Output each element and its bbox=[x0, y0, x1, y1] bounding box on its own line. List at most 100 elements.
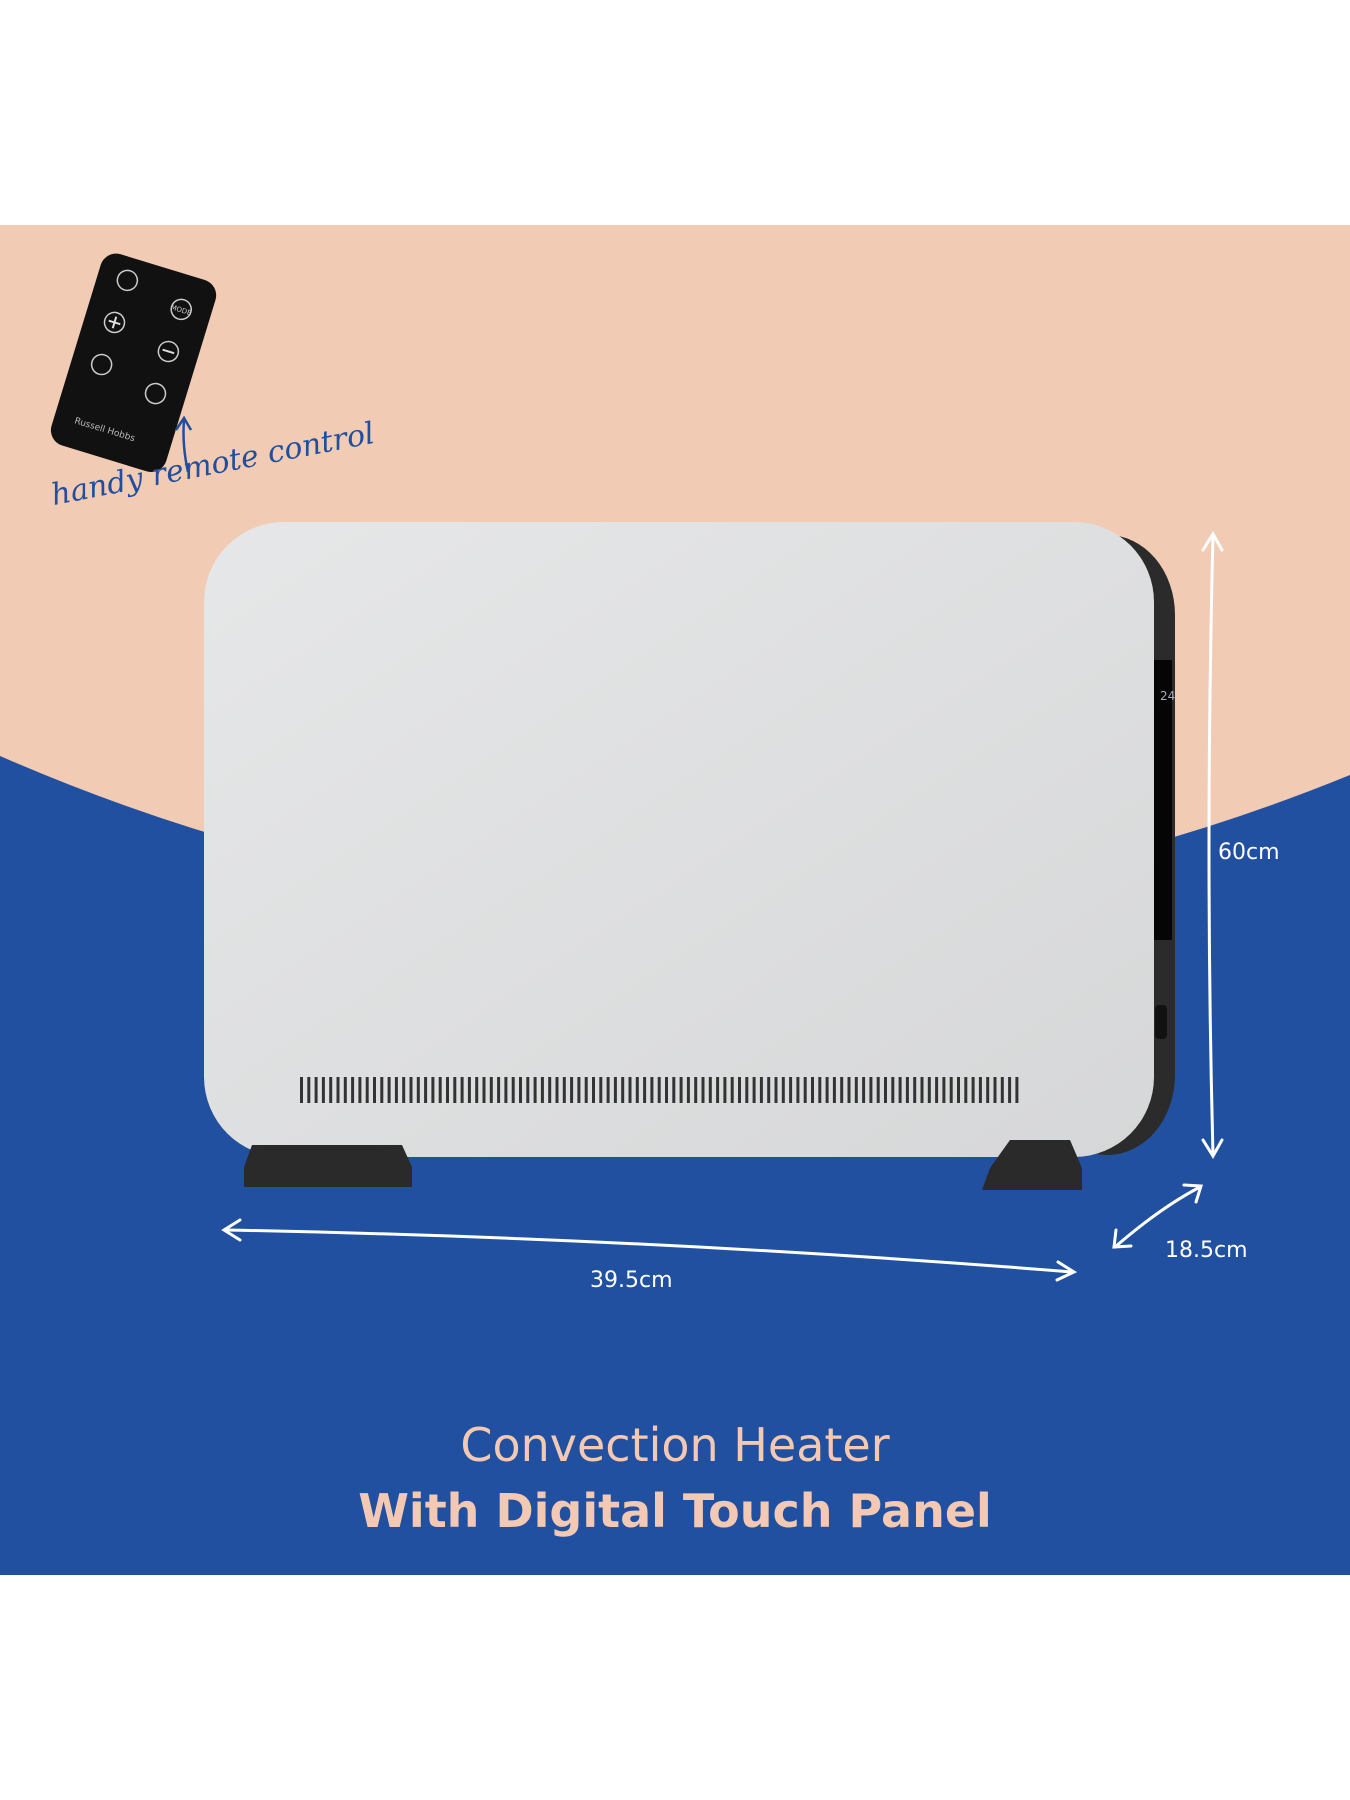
vent-slot bbox=[665, 1077, 668, 1103]
vent-slot bbox=[613, 1077, 617, 1103]
vent-slot bbox=[497, 1077, 501, 1103]
vent-slot bbox=[759, 1077, 763, 1103]
title-line-2: With Digital Touch Panel bbox=[358, 1484, 992, 1538]
vent-slot bbox=[964, 1077, 968, 1103]
vent-slot bbox=[686, 1077, 690, 1103]
vent-slot bbox=[657, 1077, 661, 1103]
heater: 24 bbox=[204, 522, 1175, 1190]
vent-slot bbox=[752, 1077, 756, 1103]
vent-slot bbox=[467, 1077, 471, 1103]
vent-slot bbox=[424, 1077, 428, 1103]
vent-slot bbox=[949, 1077, 953, 1103]
heater-front-panel bbox=[204, 522, 1154, 1157]
vent-slot bbox=[365, 1077, 369, 1103]
vent-slot bbox=[358, 1077, 362, 1103]
vent-slot bbox=[767, 1077, 771, 1103]
vent-slot bbox=[489, 1077, 493, 1103]
vent-slot bbox=[1000, 1077, 1004, 1103]
vent-slot bbox=[672, 1077, 676, 1103]
vent-slot bbox=[935, 1077, 939, 1103]
vent-slot bbox=[351, 1077, 355, 1103]
vent-slot bbox=[300, 1077, 303, 1103]
vent-slot bbox=[803, 1077, 807, 1103]
vent-slot bbox=[526, 1077, 530, 1103]
vent-slot bbox=[592, 1077, 595, 1103]
vent-slot bbox=[577, 1077, 581, 1103]
vent-slot bbox=[978, 1077, 982, 1103]
vent-slot bbox=[548, 1077, 552, 1103]
vent-slot bbox=[402, 1077, 406, 1103]
vent-slot bbox=[840, 1077, 844, 1103]
depth-arrow bbox=[1113, 1185, 1202, 1249]
vent-slot bbox=[920, 1077, 924, 1103]
vent-slot bbox=[730, 1077, 734, 1103]
vent-slot bbox=[438, 1077, 442, 1103]
vent-slot bbox=[504, 1077, 508, 1103]
vent-slot bbox=[446, 1077, 449, 1103]
vent-slot bbox=[811, 1077, 814, 1103]
vent-slot bbox=[570, 1077, 574, 1103]
vent-slot bbox=[387, 1077, 391, 1103]
depth-label: 18.5cm bbox=[1165, 1238, 1248, 1263]
vent-slot bbox=[562, 1077, 566, 1103]
heater-foot-left bbox=[244, 1145, 412, 1187]
vent-slot bbox=[336, 1077, 340, 1103]
remote-control: MODE Russell Hobbs bbox=[50, 253, 217, 472]
vent-slot bbox=[431, 1077, 435, 1103]
vent-slot bbox=[825, 1077, 829, 1103]
vent-slot bbox=[854, 1077, 858, 1103]
vent-slot bbox=[898, 1077, 902, 1103]
sun-icon bbox=[90, 353, 113, 376]
vent-slot bbox=[957, 1077, 960, 1103]
vent-slot bbox=[482, 1077, 486, 1103]
mode-icon bbox=[170, 298, 192, 321]
plus-icon bbox=[103, 311, 126, 334]
vent-slot bbox=[460, 1077, 464, 1103]
vent-slot bbox=[818, 1077, 822, 1103]
vent-slot bbox=[745, 1077, 749, 1103]
vent-slot bbox=[869, 1077, 873, 1103]
vent-slot bbox=[453, 1077, 457, 1103]
timer-icon bbox=[144, 382, 167, 405]
vent-slot bbox=[511, 1077, 515, 1103]
vent-slot bbox=[723, 1077, 727, 1103]
vent-slot bbox=[373, 1077, 376, 1103]
vent-slot bbox=[1008, 1077, 1012, 1103]
vent-slot bbox=[416, 1077, 420, 1103]
vent-slot bbox=[993, 1077, 997, 1103]
vent-slot bbox=[555, 1077, 559, 1103]
vent-slot bbox=[329, 1077, 333, 1103]
vent-slot bbox=[876, 1077, 880, 1103]
vent-slot bbox=[394, 1077, 398, 1103]
heater-foot-right bbox=[982, 1140, 1082, 1190]
vent-slot bbox=[986, 1077, 990, 1103]
power-icon bbox=[116, 269, 139, 292]
vent-slot bbox=[913, 1077, 917, 1103]
vent-slot bbox=[716, 1077, 720, 1103]
vent-slot bbox=[789, 1077, 793, 1103]
vent-slot bbox=[533, 1077, 537, 1103]
vent-grille bbox=[300, 1077, 1019, 1103]
vent-slot bbox=[701, 1077, 705, 1103]
vent-slot bbox=[891, 1077, 895, 1103]
vent-slot bbox=[307, 1077, 311, 1103]
width-arrow bbox=[224, 1228, 1074, 1274]
height-arrow bbox=[1207, 533, 1215, 1157]
vent-slot bbox=[832, 1077, 836, 1103]
vent-slot bbox=[738, 1077, 741, 1103]
vent-slot bbox=[643, 1077, 647, 1103]
vent-slot bbox=[621, 1077, 625, 1103]
vent-slot bbox=[781, 1077, 785, 1103]
vent-slot bbox=[1015, 1077, 1019, 1103]
vent-slot bbox=[475, 1077, 479, 1103]
title-line-1: Convection Heater bbox=[460, 1418, 890, 1472]
vent-slot bbox=[905, 1077, 909, 1103]
power-switch bbox=[1155, 1005, 1167, 1039]
vent-slot bbox=[942, 1077, 946, 1103]
vent-slot bbox=[635, 1077, 639, 1103]
vent-slot bbox=[628, 1077, 632, 1103]
vent-slot bbox=[540, 1077, 544, 1103]
temperature-display: 24 bbox=[1160, 689, 1175, 703]
vent-slot bbox=[519, 1077, 522, 1103]
